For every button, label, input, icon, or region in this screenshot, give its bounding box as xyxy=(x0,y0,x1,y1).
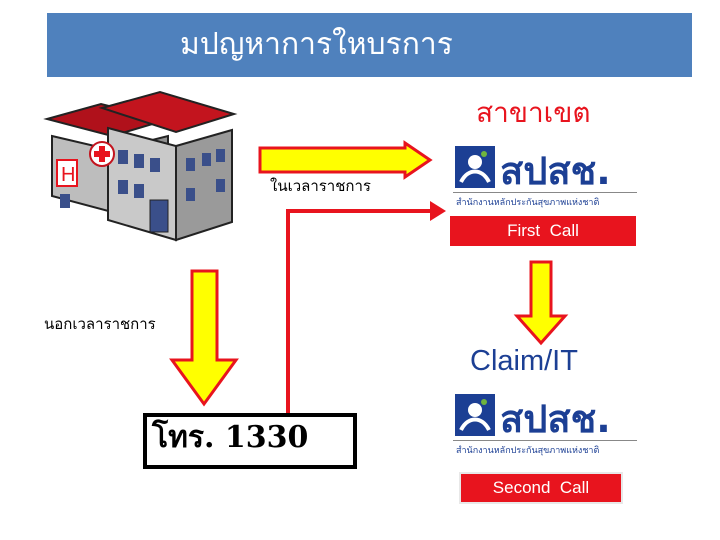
office-hours-label: ในเวลาราชการ xyxy=(270,177,371,195)
claim-it-label: Claim/IT xyxy=(470,345,578,377)
logo-name-text: สปสช. xyxy=(500,149,611,193)
logo-subtitle-text: สำนักงานหลักประกันสุขภาพแห่งชาติ xyxy=(456,197,599,208)
first-call-box: First Call xyxy=(450,216,636,246)
nhso-logo-top: สปสช. สำนักงานหลักประกันสุขภาพแห่งชาติ xyxy=(450,142,640,210)
nhso-emblem-icon: สปสช. สำนักงานหลักประกันสุขภาพแห่งชาติ xyxy=(453,394,637,456)
logo-name-text: สปสช. xyxy=(500,397,611,441)
phone-box xyxy=(143,413,357,469)
red-arrowhead xyxy=(430,201,446,221)
after-hours-arrow xyxy=(169,269,239,407)
second-call-box: Second Call xyxy=(459,472,623,504)
hospital-building-icon: H xyxy=(43,90,238,242)
red-connector-line xyxy=(286,209,430,450)
slide-title: มปญหาการใหบรการ xyxy=(180,27,453,62)
phone-number-label: โทร. 1330 xyxy=(152,420,309,455)
after-hours-label: นอกเวลาราชการ xyxy=(44,315,156,333)
title-bar xyxy=(47,13,692,77)
nhso-emblem-icon: สปสช. สำนักงานหลักประกันสุขภาพแห่งชาติ xyxy=(453,146,637,208)
escalation-arrow xyxy=(513,260,569,346)
svg-text:H: H xyxy=(61,164,75,186)
logo-subtitle-text: สำนักงานหลักประกันสุขภาพแห่งชาติ xyxy=(456,445,599,456)
nhso-logo-bottom: สปสช. สำนักงานหลักประกันสุขภาพแห่งชาติ xyxy=(450,390,640,458)
office-hours-arrow xyxy=(258,140,433,180)
region-branch-label: สาขาเขต xyxy=(476,96,591,129)
